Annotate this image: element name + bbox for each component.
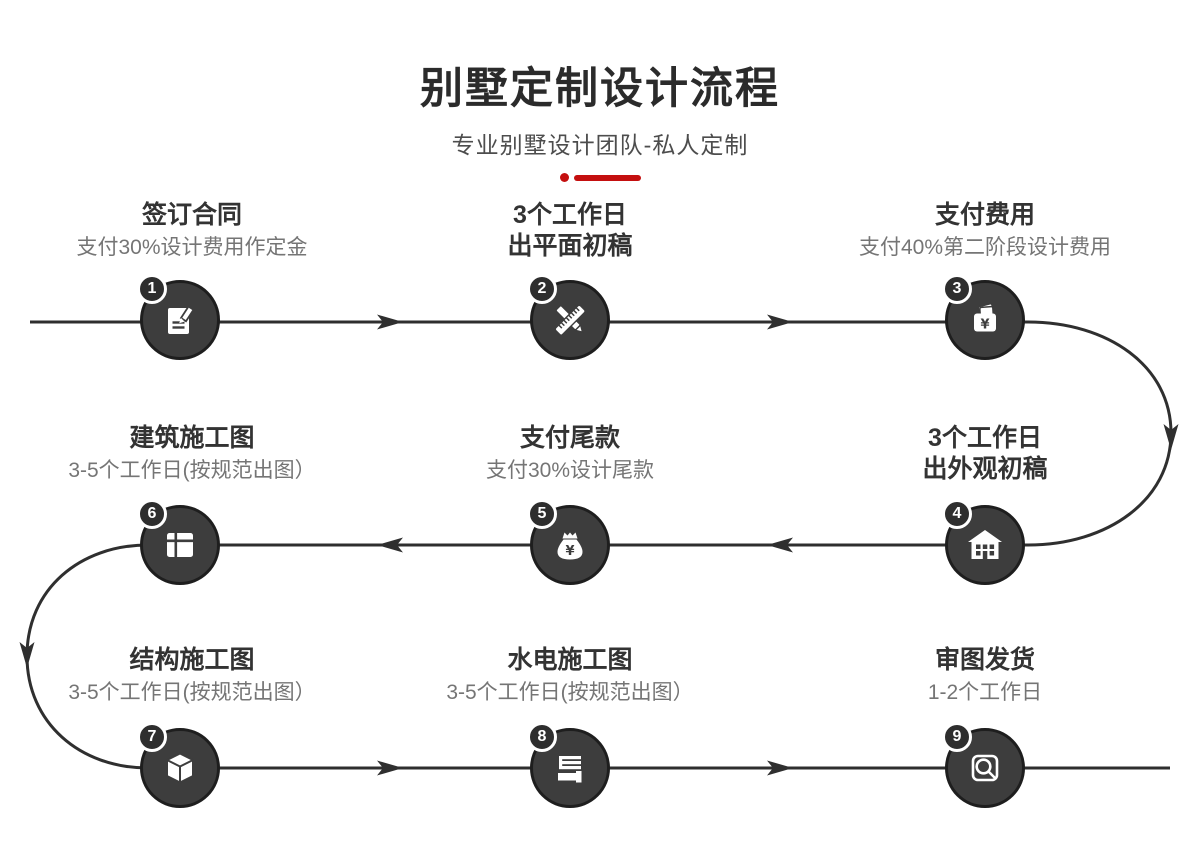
step-4-circle: 4 [942,499,1025,585]
pipes-icon [558,756,582,783]
arrow-right-4 [767,760,793,776]
step-number-badge: 6 [137,499,167,529]
step-number-badge: 2 [527,274,557,304]
contract-icon [168,305,195,334]
arrow-right-2 [767,314,793,330]
step-subtitle: 支付40%第二阶段设计费用 [858,236,1112,259]
step-number-badge: 5 [527,499,557,529]
step-title: 3个工作日 [928,424,1042,452]
step-9-label: 审图发货 1-2个工作日 [805,645,1165,708]
title-underline-decoration [0,173,1200,182]
step-title: 审图发货 [934,646,1035,674]
step-number-badge: 8 [527,722,557,752]
wallet-icon: ¥ [974,303,996,333]
step-title: 结构施工图 [129,646,255,674]
page-subtitle: 专业别墅设计团队-私人定制 [451,132,749,158]
step-title-line2: 出平面初稿 [507,232,633,260]
step-title: 支付尾款 [519,424,620,452]
step-5-circle: 5 ¥ [527,499,610,585]
step-1-circle: 1 [137,274,220,360]
step-subtitle: 1-2个工作日 [927,681,1043,704]
house-icon [968,530,1002,559]
step-3-circle: 3 ¥ [942,274,1025,360]
step-title: 水电施工图 [507,646,633,674]
arrow-down-left-curve [19,642,35,668]
step-8-label: 水电施工图 3-5个工作日(按规范出图） [390,645,750,708]
step-subtitle: 支付30%设计费用作定金 [76,236,308,259]
step-6-circle: 6 [137,499,220,585]
ruler-pencil-icon [554,304,586,336]
step-8-circle: 8 [527,722,610,808]
step-5-label: 支付尾款 支付30%设计尾款 [390,423,750,486]
step-title: 3个工作日 [513,201,627,229]
step-title: 支付费用 [934,201,1035,229]
step-7-circle: 7 [137,722,220,808]
step-title-line2: 出外观初稿 [922,455,1048,483]
layout-icon [167,533,193,557]
page-title: 别墅定制设计流程 [420,65,780,113]
arrow-left-1 [767,537,793,553]
step-subtitle: 支付30%设计尾款 [485,459,655,482]
step-title: 建筑施工图 [129,424,255,452]
arrow-right-3 [377,760,403,776]
step-4-label: 3个工作日 出外观初稿 [805,423,1165,485]
step-number-badge: 4 [942,499,972,529]
step-number-badge: 3 [942,274,972,304]
step-number-badge: 1 [137,274,167,304]
step-title: 签订合同 [141,201,242,229]
cube-icon [166,752,194,784]
step-subtitle: 3-5个工作日(按规范出图） [68,459,316,482]
magnifier-icon [971,754,999,782]
money-bag-icon: ¥ [557,532,583,560]
step-subtitle: 3-5个工作日(按规范出图） [68,681,316,704]
svg-text:¥: ¥ [980,318,989,333]
step-number-badge: 7 [137,722,167,752]
step-subtitle: 3-5个工作日(按规范出图） [446,681,694,704]
svg-text:¥: ¥ [565,544,574,559]
red-bar [573,174,641,181]
header: 别墅定制设计流程 专业别墅设计团队-私人定制 [0,0,1200,182]
arrow-left-2 [377,537,403,553]
step-6-label: 建筑施工图 3-5个工作日(按规范出图） [12,423,372,486]
arrow-right-1 [377,314,403,330]
step-2-label: 3个工作日 出平面初稿 [390,200,750,262]
red-dot [559,173,569,182]
step-number-badge: 9 [942,722,972,752]
step-7-label: 结构施工图 3-5个工作日(按规范出图） [12,645,372,708]
arrow-down-right-curve [1163,424,1179,450]
step-9-circle: 9 [942,722,1025,808]
step-3-label: 支付费用 支付40%第二阶段设计费用 [805,200,1165,263]
step-2-circle: 2 [527,274,610,360]
step-1-label: 签订合同 支付30%设计费用作定金 [12,200,372,263]
